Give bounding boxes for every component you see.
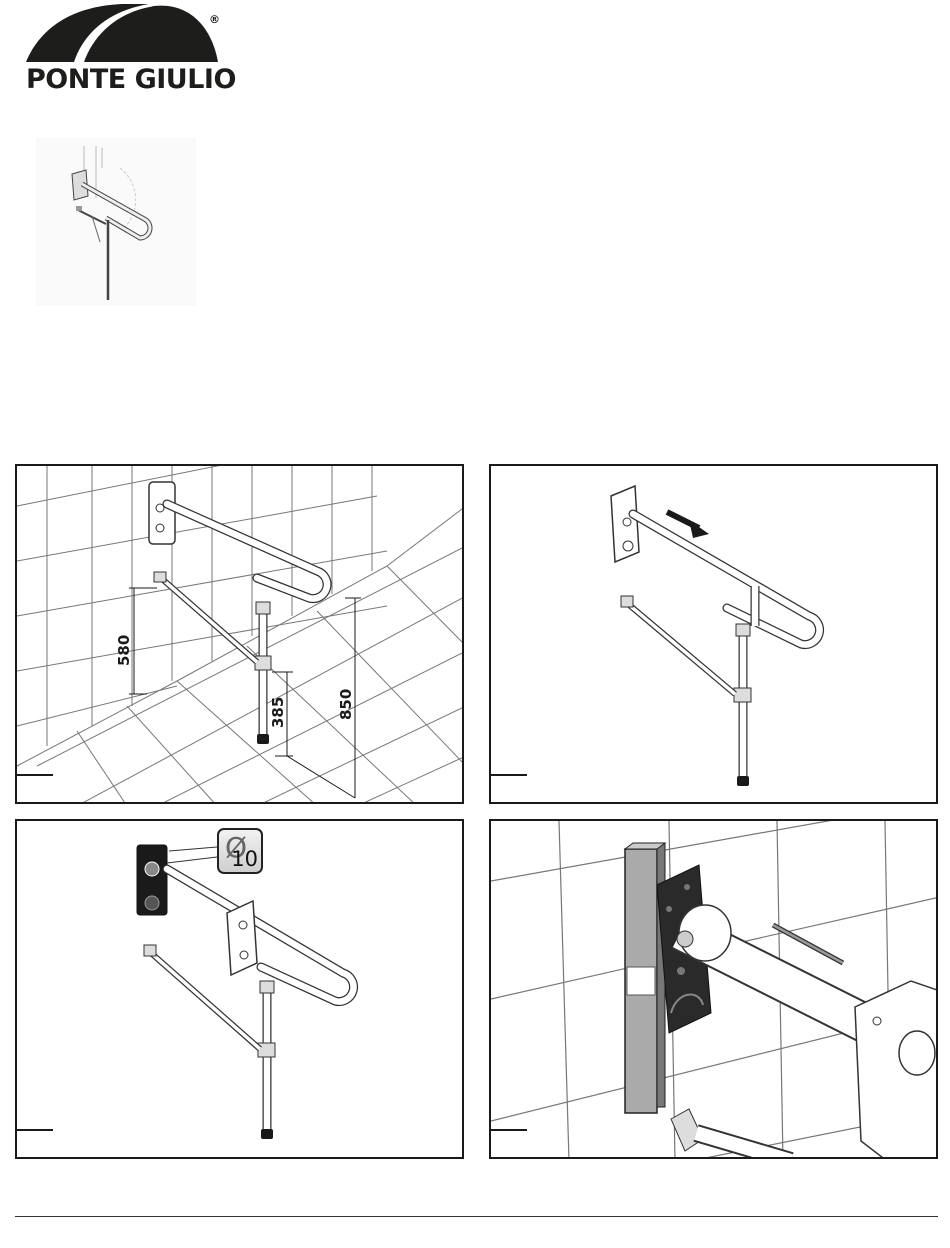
dimension-580: 580 xyxy=(115,635,133,666)
step-4-leveling-panel xyxy=(489,819,938,1159)
drill-diameter-icon: Ø 10 xyxy=(217,828,263,874)
step-marker xyxy=(491,774,527,776)
product-thumbnail xyxy=(36,138,196,306)
footer-divider xyxy=(15,1216,938,1217)
step-1-dimensions-panel: 580 385 850 xyxy=(15,464,464,804)
logo-arch-icon xyxy=(22,2,227,64)
brand-name: PONTE GIULIO xyxy=(26,64,236,95)
step-marker xyxy=(17,774,53,776)
step-marker xyxy=(17,1129,53,1131)
step-3-drill-panel: Ø 10 xyxy=(15,819,464,1159)
step-marker xyxy=(491,1129,527,1131)
step-2-assembly-panel xyxy=(489,464,938,804)
drill-size: 10 xyxy=(231,847,258,871)
dimension-850: 850 xyxy=(337,689,355,720)
dimension-385: 385 xyxy=(269,697,287,728)
brand-logo: PONTE GIULIO ® xyxy=(22,2,227,102)
registered-mark: ® xyxy=(209,13,220,26)
